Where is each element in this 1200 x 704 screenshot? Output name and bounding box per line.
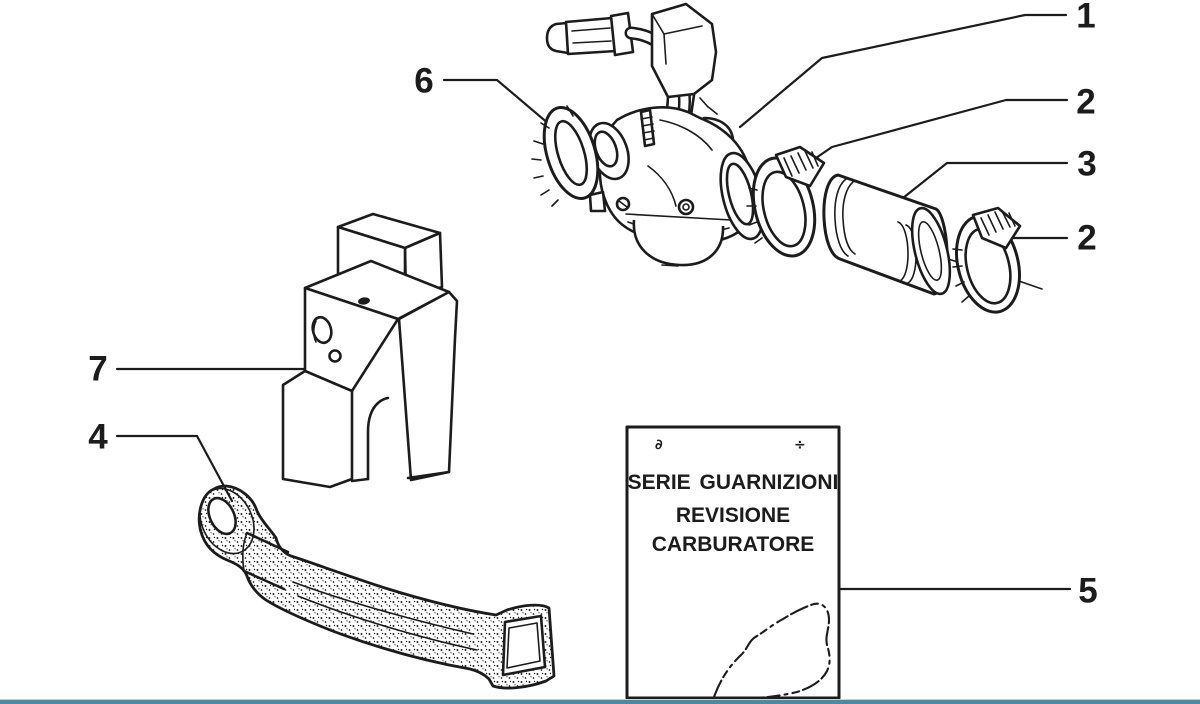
clamp-screw-housing <box>971 206 1022 250</box>
leader-6 <box>442 78 558 132</box>
cable-adjuster-nut <box>609 11 635 57</box>
cable-adjuster-cap <box>545 21 570 55</box>
clamp-upper-drawing <box>746 145 826 258</box>
leader-lines <box>115 13 1072 591</box>
box-text-line3: CARBURATORE <box>652 533 815 556</box>
bracket-right-face <box>397 290 459 482</box>
box-mark-left: ∂ <box>655 437 663 453</box>
bottom-divider-bar <box>0 699 1200 704</box>
leader-3 <box>901 161 1069 200</box>
callout-6: 6 <box>414 62 433 101</box>
pipe-collar <box>242 531 290 591</box>
bracket-top-hole <box>358 297 370 305</box>
carburetor-top-cover <box>650 2 718 99</box>
pipe-flange-opening <box>501 614 547 677</box>
callout-2-upper: 2 <box>1076 83 1095 122</box>
carburetor-drawing <box>545 2 765 267</box>
callout-7: 7 <box>88 350 107 389</box>
callout-numbers: 1 2 3 2 5 6 7 4 <box>88 0 1097 611</box>
bracket-arch <box>366 396 390 481</box>
callout-3: 3 <box>1077 145 1096 184</box>
callout-4: 4 <box>88 418 108 457</box>
clamp-screw-housing <box>774 145 826 188</box>
clamp-lower-drawing <box>952 206 1022 314</box>
box-text-line2: REVISIONE <box>676 504 790 527</box>
box-gasket-sketch <box>712 602 831 700</box>
box-text-line1: SERIE GUARNIZIONI <box>628 471 839 494</box>
bracket-hole-small <box>328 349 342 363</box>
leader-4 <box>115 434 234 503</box>
sleeve-drawing <box>822 173 952 296</box>
pipe-bell-opening <box>207 496 237 536</box>
leader-1 <box>738 13 1068 129</box>
carburetor-body <box>598 106 753 245</box>
bracket-drawing <box>281 212 459 489</box>
callout-2-lower: 2 <box>1077 219 1096 258</box>
cable-adjuster-barrel <box>564 16 618 56</box>
gasket-kit-box: ∂ ÷ SERIE GUARNIZIONI REVISIONE CARBURAT… <box>625 425 841 700</box>
box-mark-right: ÷ <box>794 437 806 453</box>
gasket-drawing <box>531 105 600 207</box>
intake-pipe-drawing <box>197 484 556 690</box>
bracket-leg <box>281 369 354 489</box>
leader-2-upper <box>795 98 1069 173</box>
callout-5: 5 <box>1078 572 1097 611</box>
callout-1: 1 <box>1076 0 1095 36</box>
float-bowl <box>632 219 725 267</box>
